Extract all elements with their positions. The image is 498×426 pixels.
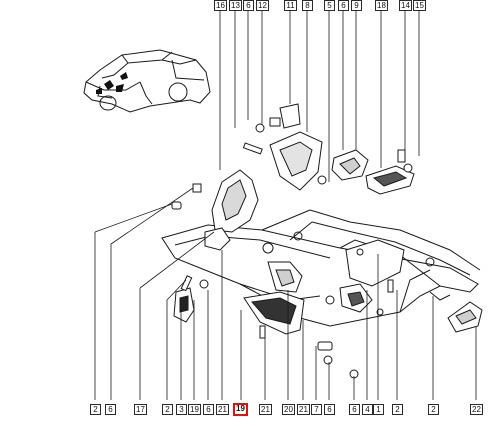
callout-2-d[interactable]: 2 bbox=[428, 404, 439, 415]
upper-mount-bracket bbox=[269, 103, 323, 191]
callout-20[interactable]: 20 bbox=[282, 404, 295, 415]
right-lower-mount bbox=[339, 239, 405, 313]
callout-15[interactable]: 15 bbox=[413, 0, 426, 11]
callout-2-b[interactable]: 2 bbox=[162, 404, 173, 415]
callout-7[interactable]: 7 bbox=[311, 404, 322, 415]
lower-left-bracket bbox=[173, 287, 195, 323]
small-parts bbox=[171, 123, 413, 379]
front-left-mount bbox=[204, 169, 259, 251]
callout-21-c[interactable]: 21 bbox=[297, 404, 310, 415]
callout-22[interactable]: 22 bbox=[470, 404, 483, 415]
callout-1[interactable]: 1 bbox=[373, 404, 384, 415]
callout-17[interactable]: 17 bbox=[134, 404, 147, 415]
callout-2-a[interactable]: 2 bbox=[90, 404, 101, 415]
callout-9[interactable]: 9 bbox=[351, 0, 362, 11]
callout-6-c[interactable]: 6 bbox=[324, 404, 335, 415]
rear-right-link bbox=[447, 301, 483, 333]
rubber-mount-block bbox=[331, 149, 369, 181]
callout-16[interactable]: 16 bbox=[214, 0, 227, 11]
callout-21-a[interactable]: 21 bbox=[216, 404, 229, 415]
car-highlight-marks bbox=[96, 72, 128, 94]
callout-3[interactable]: 3 bbox=[176, 404, 187, 415]
callout-12[interactable]: 12 bbox=[256, 0, 269, 11]
callout-6-b[interactable]: 6 bbox=[203, 404, 214, 415]
callout-19-a[interactable]: 19 bbox=[188, 404, 201, 415]
callout-18[interactable]: 18 bbox=[375, 0, 388, 11]
callout-6-top-a[interactable]: 6 bbox=[243, 0, 254, 11]
callout-6-top-b[interactable]: 6 bbox=[338, 0, 349, 11]
crossmember-plate bbox=[243, 291, 305, 335]
callout-8[interactable]: 8 bbox=[302, 0, 313, 11]
callout-5[interactable]: 5 bbox=[324, 0, 335, 11]
callout-6-a[interactable]: 6 bbox=[105, 404, 116, 415]
callout-2-c[interactable]: 2 bbox=[392, 404, 403, 415]
right-mount-pad bbox=[365, 165, 415, 195]
callout-11[interactable]: 11 bbox=[284, 0, 297, 11]
callout-14[interactable]: 14 bbox=[399, 0, 412, 11]
callout-4[interactable]: 4 bbox=[362, 404, 373, 415]
callout-6-d[interactable]: 6 bbox=[349, 404, 360, 415]
callout-13[interactable]: 13 bbox=[229, 0, 242, 11]
subframe bbox=[161, 209, 481, 327]
center-mount bbox=[267, 261, 303, 293]
bottom-leader-lines bbox=[94, 187, 477, 400]
top-leader-lines bbox=[219, 8, 420, 182]
car-location-icon bbox=[83, 49, 211, 113]
callout-21-b[interactable]: 21 bbox=[259, 404, 272, 415]
callout-19-highlighted[interactable]: 19 bbox=[233, 403, 248, 416]
